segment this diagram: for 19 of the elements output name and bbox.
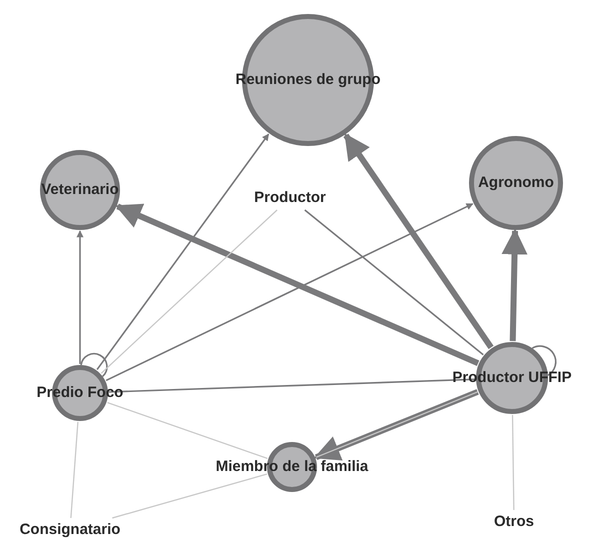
node-label: Consignatario <box>20 520 120 540</box>
node-label: Predio Foco <box>36 382 124 403</box>
connector-line <box>107 402 268 459</box>
connector-line <box>512 414 514 510</box>
connector-line <box>112 474 268 519</box>
connector-line <box>100 210 278 374</box>
arrow <box>502 228 528 342</box>
arrow <box>343 133 494 350</box>
connector-line <box>80 352 108 378</box>
node-label: Agronomo <box>478 172 554 193</box>
node-label: Otros <box>494 512 534 532</box>
arrow <box>76 230 84 364</box>
connector-line <box>532 345 556 376</box>
connector-line <box>108 378 476 393</box>
connector-line <box>70 422 78 518</box>
node-label: Veterinario <box>41 180 119 200</box>
node-label: Productor <box>254 188 326 208</box>
node-label: Reuniones de grupo <box>235 70 380 90</box>
connector-line <box>304 209 484 356</box>
